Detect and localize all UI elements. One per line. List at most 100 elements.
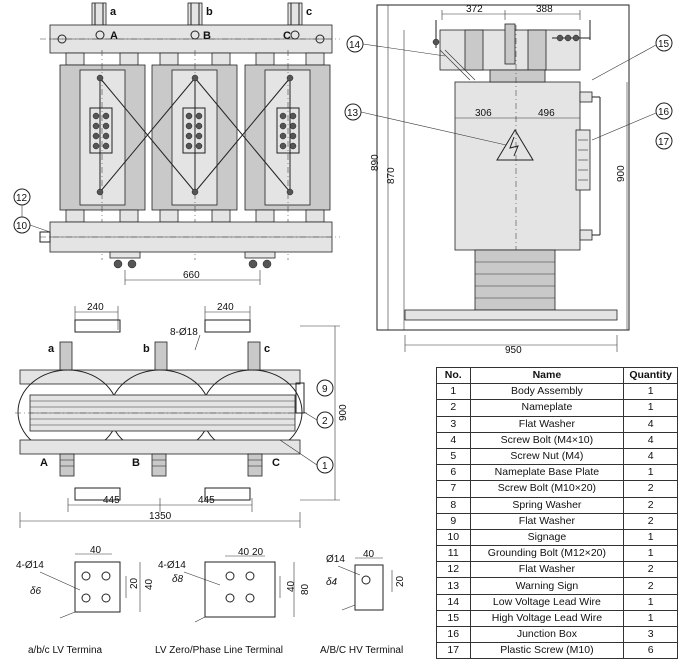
callout-9: 9 (322, 384, 328, 395)
part-name: Nameplate (469, 399, 625, 417)
part-qty: 1 (623, 528, 678, 547)
front-label-a: a (110, 6, 117, 18)
terminal-lv-dim-40-side: 40 (144, 578, 155, 590)
part-name: Flat Washer (469, 512, 625, 530)
front-label-b: b (206, 6, 213, 18)
part-no: 15 (436, 609, 471, 628)
part-qty: 1 (623, 383, 678, 401)
tap-block-c (276, 107, 300, 154)
part-no: 16 (436, 625, 471, 644)
dim-900-top: 900 (338, 404, 349, 421)
part-qty: 2 (623, 512, 678, 530)
part-no: 2 (436, 399, 471, 417)
part-no: 11 (436, 545, 471, 563)
dim-890: 890 (370, 154, 381, 171)
front-label-C: C (283, 30, 291, 42)
part-name: High Voltage Lead Wire (469, 609, 625, 628)
front-label-c: c (306, 6, 312, 18)
header-no: No. (436, 366, 471, 385)
callout-13: 13 (347, 108, 359, 119)
dim-240-left: 240 (87, 302, 104, 313)
terminal-lv-holes: 4-Ø14 (16, 560, 44, 571)
terminal-hv-holes: Ø14 (326, 554, 345, 565)
part-qty: 2 (623, 496, 678, 514)
dim-306: 306 (475, 108, 492, 119)
header-quantity: Quantity (623, 366, 678, 385)
top-view: 240 240 8-Ø18 a b c (15, 302, 349, 528)
dim-660: 660 (183, 270, 200, 281)
parts-table-header: No. Name Quantity (436, 366, 678, 385)
part-name: Body Assembly (469, 383, 625, 401)
part-name: Nameplate Base Plate (469, 464, 625, 482)
terminal-hv: Ø14 δ4 40 20 A/B/C HV Terminal (320, 549, 406, 656)
callout-12: 12 (16, 193, 28, 204)
dim-950: 950 (505, 345, 522, 356)
part-name: Screw Bolt (M10×20) (469, 480, 625, 498)
part-no: 1 (436, 383, 471, 401)
part-name: Junction Box (469, 625, 625, 644)
dim-388: 388 (536, 4, 553, 15)
terminal-hv-thickness: δ4 (326, 577, 338, 588)
part-name: Signage (469, 528, 625, 547)
top-label-a: a (48, 343, 55, 355)
terminal-hv-caption: A/B/C HV Terminal (320, 645, 403, 656)
terminal-zero-dim-40-side: 40 (286, 580, 297, 592)
front-label-B: B (203, 30, 211, 42)
part-qty: 4 (623, 415, 678, 433)
terminal-zero-thickness: δ8 (172, 574, 184, 585)
dim-496: 496 (538, 108, 555, 119)
dim-1350: 1350 (149, 511, 172, 522)
part-no: 13 (436, 577, 471, 595)
part-qty: 2 (623, 480, 678, 498)
part-no: 14 (436, 593, 471, 611)
terminal-hv-dim-20: 20 (395, 575, 406, 587)
part-qty: 3 (623, 625, 678, 644)
part-name: Flat Washer (469, 415, 625, 433)
part-qty: 1 (623, 464, 678, 482)
callout-2: 2 (322, 416, 328, 427)
part-name: Screw Bolt (M4×10) (469, 431, 625, 449)
terminal-zero-holes: 4-Ø14 (158, 560, 186, 571)
top-label-b: b (143, 343, 150, 355)
dim-445-left: 445 (103, 495, 120, 506)
terminal-zero-dim-20: 20 (252, 547, 264, 558)
front-label-A: A (110, 30, 118, 42)
part-no: 3 (436, 415, 471, 433)
dim-240-right: 240 (217, 302, 234, 313)
part-qty: 6 (623, 642, 678, 660)
part-qty: 1 (623, 399, 678, 417)
terminal-lv-dim-20: 20 (129, 577, 140, 589)
terminal-lv-dim-40-top: 40 (90, 545, 102, 556)
terminal-zero-dim-40: 40 (238, 547, 250, 558)
part-qty: 2 (623, 577, 678, 595)
part-no: 17 (436, 642, 471, 660)
terminal-lv-caption: a/b/c LV Termina (28, 645, 103, 656)
part-qty: 4 (623, 431, 678, 449)
part-name: Plastic Screw (M10) (469, 642, 625, 660)
part-no: 10 (436, 528, 471, 547)
part-qty: 1 (623, 609, 678, 628)
side-view: 372 388 306 496 (344, 4, 673, 356)
terminal-hv-dim-40: 40 (363, 549, 375, 560)
tap-block-a (89, 107, 113, 154)
callout-14: 14 (349, 40, 361, 51)
callout-10: 10 (16, 221, 28, 232)
part-qty: 2 (623, 561, 678, 579)
part-name: Warning Sign (469, 577, 625, 595)
terminal-lv-thickness: δ6 (30, 586, 42, 597)
part-no: 9 (436, 512, 471, 530)
terminal-zero-dim-80: 80 (300, 583, 311, 595)
part-qty: 1 (623, 545, 678, 563)
